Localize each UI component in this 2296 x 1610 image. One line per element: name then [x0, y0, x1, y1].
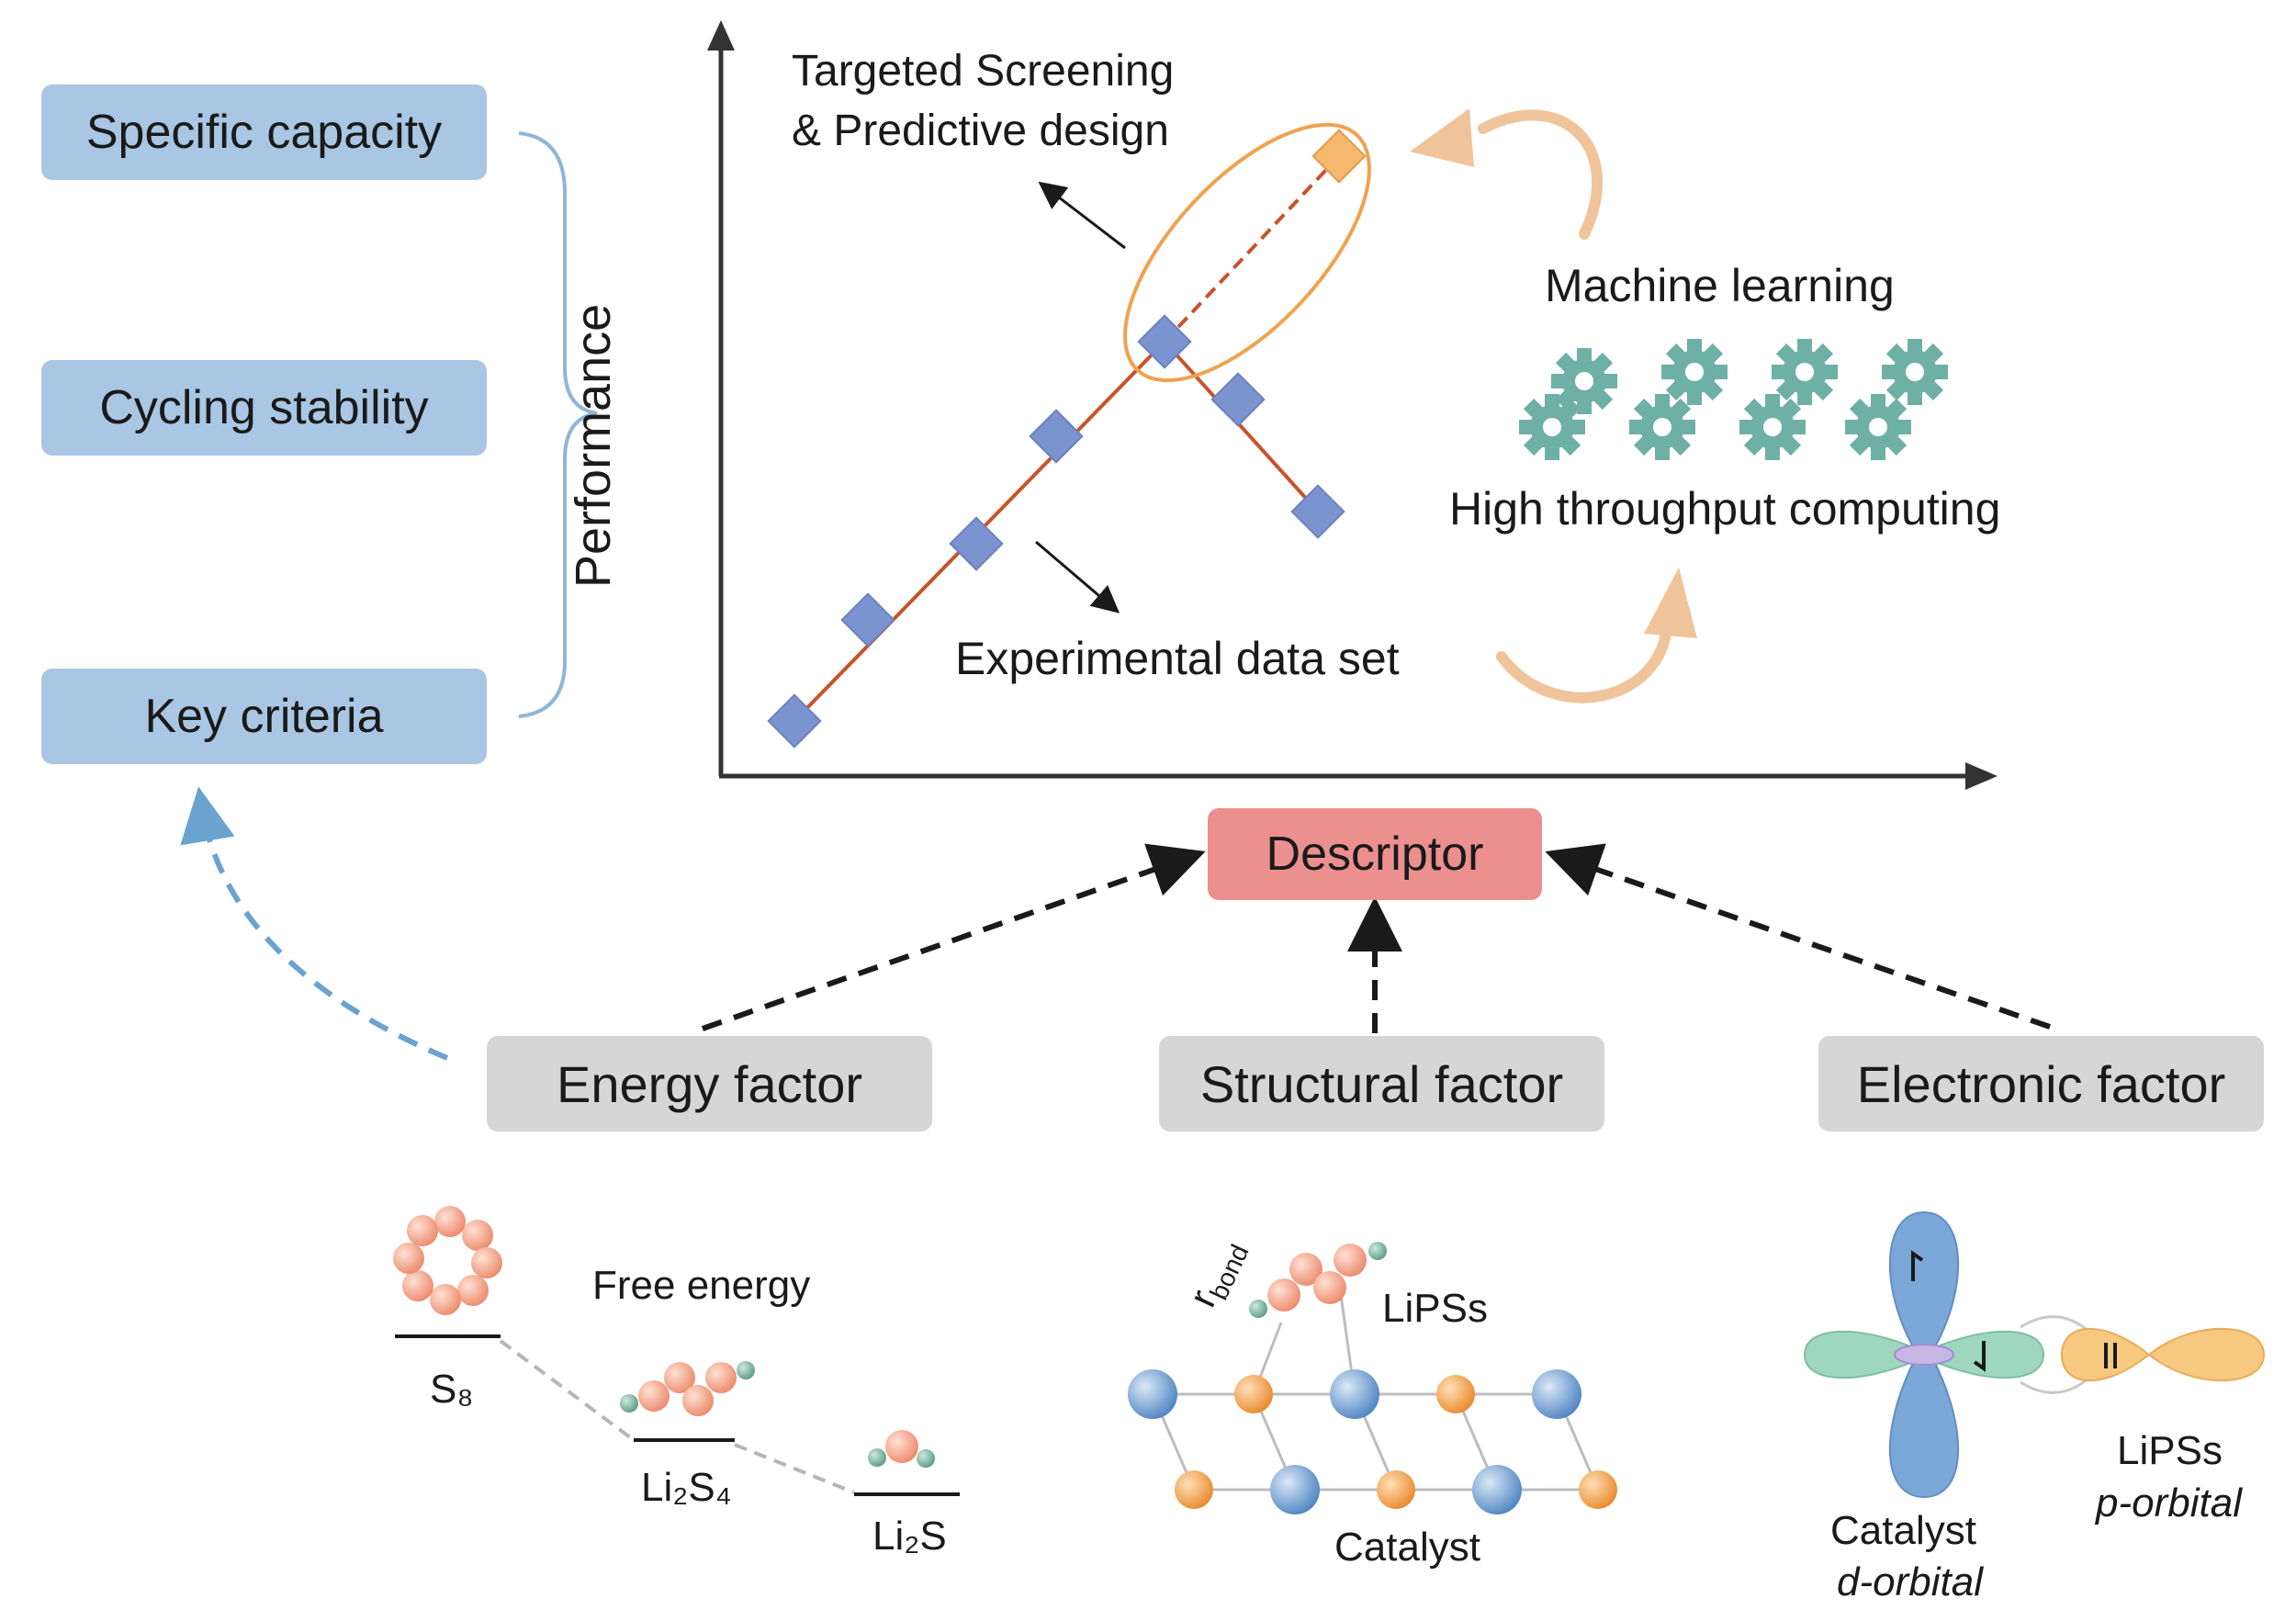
energy-to-descriptor-arrow — [702, 843, 1206, 1031]
catalyst-electronic-label: Catalyst — [1830, 1508, 1976, 1553]
gear-icon — [1519, 394, 1585, 460]
s8-label: S₈ — [430, 1367, 474, 1412]
curved-arrow-top-head — [1410, 108, 1474, 167]
dataset-pointer-arrow — [1035, 540, 1120, 614]
y-axis-label: Performance — [566, 303, 621, 588]
li2s-molecule — [868, 1430, 935, 1468]
criteria-cycling-stability: Cycling stability — [41, 360, 487, 456]
curved-arrow-bottom — [1496, 619, 1672, 704]
predictive-design-label: & Predictive design — [792, 107, 1169, 155]
criteria-label: Key criteria — [144, 690, 384, 743]
energy-factor-box: Energy factor — [487, 1036, 932, 1132]
targeted-screening-label: Targeted Screening — [792, 47, 1175, 96]
factor-label: Energy factor — [556, 1054, 863, 1113]
criteria-label: Specific capacity — [85, 106, 443, 159]
factor-label: Structural factor — [1199, 1054, 1564, 1113]
lipss-molecule — [1249, 1242, 1387, 1318]
factor-label: Electronic factor — [1856, 1054, 2226, 1113]
y-axis-arrowhead — [707, 20, 735, 51]
electronic-to-descriptor-arrow — [1545, 843, 2051, 1030]
criteria-label: Cycling stability — [99, 381, 429, 434]
structural-factor-box: Structural factor — [1159, 1036, 1604, 1132]
data-point — [1029, 409, 1084, 464]
energy-to-criteria-arrow — [180, 786, 449, 1061]
criteria-brace — [518, 131, 598, 718]
gear-icon — [1845, 394, 1911, 460]
gear-icon — [1629, 394, 1695, 460]
d-orbital — [1803, 1210, 2045, 1499]
gear-icon — [1882, 339, 1948, 405]
gear-icons — [1519, 339, 1948, 460]
criteria-key-criteria: Key criteria — [41, 669, 487, 764]
data-point — [1210, 372, 1266, 427]
data-point — [1137, 314, 1192, 369]
curved-arrow-top — [1478, 109, 1604, 240]
gear-icon — [1772, 339, 1838, 405]
p-orbital-label: p-orbital — [2096, 1481, 2242, 1526]
catalyst-atoms — [1128, 1369, 1617, 1514]
high-throughput-label: High throughput computing — [1449, 483, 2001, 535]
data-point — [1290, 484, 1345, 539]
trend-line-dashed — [1163, 154, 1341, 343]
electronic-factor-box: Electronic factor — [1818, 1036, 2264, 1132]
descriptor-label: Descriptor — [1266, 828, 1484, 881]
p-orbital — [2060, 1327, 2266, 1382]
data-point — [949, 516, 1004, 571]
lipss-structural-label: LiPSs — [1382, 1286, 1488, 1331]
gear-icon — [1551, 348, 1617, 414]
trend-line-decline — [1163, 340, 1320, 513]
data-markers — [767, 314, 1345, 749]
gear-icon — [1739, 394, 1806, 460]
data-point — [767, 693, 822, 749]
free-energy-label: Free energy — [592, 1263, 811, 1308]
li2s4-molecule — [620, 1361, 755, 1416]
data-point — [840, 592, 895, 647]
screening-ellipse — [1123, 122, 1371, 383]
x-axis-arrowhead — [1965, 762, 1998, 790]
catalyst-structural-label: Catalyst — [1334, 1525, 1480, 1570]
curved-arrow-bottom-head — [1644, 568, 1697, 638]
lipss-electronic-label: LiPSs — [2117, 1428, 2223, 1473]
criteria-specific-capacity: Specific capacity — [41, 84, 487, 180]
li2s-label: Li₂S — [872, 1514, 947, 1559]
d-orbital-label: d-orbital — [1837, 1559, 1983, 1604]
energy-path-1 — [499, 1339, 636, 1442]
gear-icon — [1661, 339, 1728, 405]
predicted-point — [1311, 129, 1367, 184]
s8-ring — [393, 1206, 502, 1315]
energy-path-2 — [734, 1443, 855, 1494]
descriptor-box: Descriptor — [1208, 808, 1542, 900]
screening-pointer-arrow — [1038, 181, 1126, 250]
orbital-link — [2020, 1315, 2090, 1394]
li2s4-label: Li₂S₄ — [641, 1465, 732, 1510]
machine-learning-label: Machine learning — [1545, 260, 1895, 311]
experimental-data-label: Experimental data set — [955, 633, 1400, 684]
